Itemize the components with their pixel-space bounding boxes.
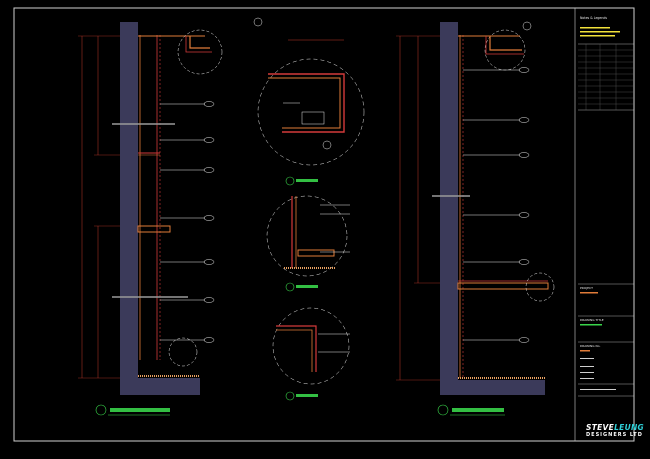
detail-1-soffit (268, 73, 345, 133)
detail-3-frame (276, 325, 317, 372)
title-block (578, 27, 634, 397)
left-tag-5 (203, 259, 215, 265)
company-logo-steve: STEVE (586, 423, 615, 432)
left-counter (137, 225, 171, 233)
left-tag-1 (203, 101, 215, 107)
detail-1-soffit-finish (268, 77, 341, 129)
detail-3-boundary (272, 307, 350, 385)
info-bar-1 (580, 358, 594, 359)
detail-2 (266, 195, 350, 292)
right-cornice (489, 36, 522, 51)
info-bar-5 (580, 389, 616, 390)
detail-2-shelf (297, 249, 335, 257)
right-cornice-red (485, 36, 524, 55)
detail-2-title-bar (296, 285, 318, 288)
left-cornice-red (185, 36, 212, 53)
detail-1-icon (285, 176, 295, 186)
left-elevation-title-bar (110, 408, 170, 412)
left-cornice (189, 36, 210, 49)
right-elevation-icon (437, 404, 449, 416)
notes-yellow-lines-2 (580, 31, 620, 33)
left-detail-bubble-top (177, 29, 223, 75)
drawing-no-value-bar (580, 350, 590, 352)
detail-3-title-bar (296, 394, 318, 397)
right-tag-6 (518, 337, 530, 343)
right-callout-tag-top (522, 21, 532, 31)
drawing-title-label: DRAWING TITLE (580, 318, 604, 322)
notes-yellow-lines-3 (580, 35, 615, 37)
left-floor-slab (120, 378, 200, 395)
left-elevation (78, 17, 263, 416)
right-detail-bubble-counter (525, 272, 555, 302)
company-logo-line-2: DESIGNERS LTD (586, 432, 643, 438)
notes-header: Notes & Legends (580, 16, 608, 20)
left-callout-tag-top (253, 17, 263, 27)
right-tag-4 (518, 212, 530, 218)
detail-3-icon (285, 391, 295, 401)
info-bar-3 (580, 372, 594, 373)
drawing-no-label: DRAWING No. (580, 344, 601, 348)
right-elevation (396, 21, 555, 416)
notes-yellow-lines (580, 27, 610, 29)
detail-1-fixture (301, 111, 325, 125)
detail-1 (257, 39, 365, 186)
project-label: PROJECT (580, 286, 593, 290)
left-tag-3 (203, 167, 215, 173)
sheet-border (13, 7, 635, 442)
right-wall (440, 22, 458, 395)
right-tag-2 (518, 117, 530, 123)
detail-1-tag (322, 140, 332, 150)
project-value-bar (580, 292, 598, 294)
left-tag-2 (203, 137, 215, 143)
company-logo-leung: LEUNG (614, 423, 645, 432)
detail-3 (272, 307, 350, 401)
left-wall (120, 22, 138, 395)
left-tag-6 (203, 297, 215, 303)
title-value-bar (580, 324, 602, 326)
right-counter (457, 282, 549, 290)
detail-2-icon (285, 282, 295, 292)
company-logo-line-1: STEVELEUNG (586, 423, 644, 432)
right-tag-1 (518, 67, 530, 73)
detail-3-frame-finish (276, 329, 313, 372)
detail-1-title-bar (296, 179, 318, 182)
detail-2-boundary (266, 195, 348, 277)
detail-1-boundary (257, 58, 365, 166)
right-floor-slab (440, 380, 545, 395)
info-bar-2 (580, 366, 594, 367)
info-bar-4 (580, 378, 594, 379)
left-tag-7 (203, 337, 215, 343)
left-tag-4 (203, 215, 215, 221)
left-elevation-icon (95, 404, 107, 416)
right-tag-5 (518, 259, 530, 265)
right-detail-bubble-top (484, 29, 526, 71)
left-detail-bubble-bottom (168, 337, 198, 367)
right-elevation-title-bar (452, 408, 504, 412)
right-tag-3 (518, 152, 530, 158)
